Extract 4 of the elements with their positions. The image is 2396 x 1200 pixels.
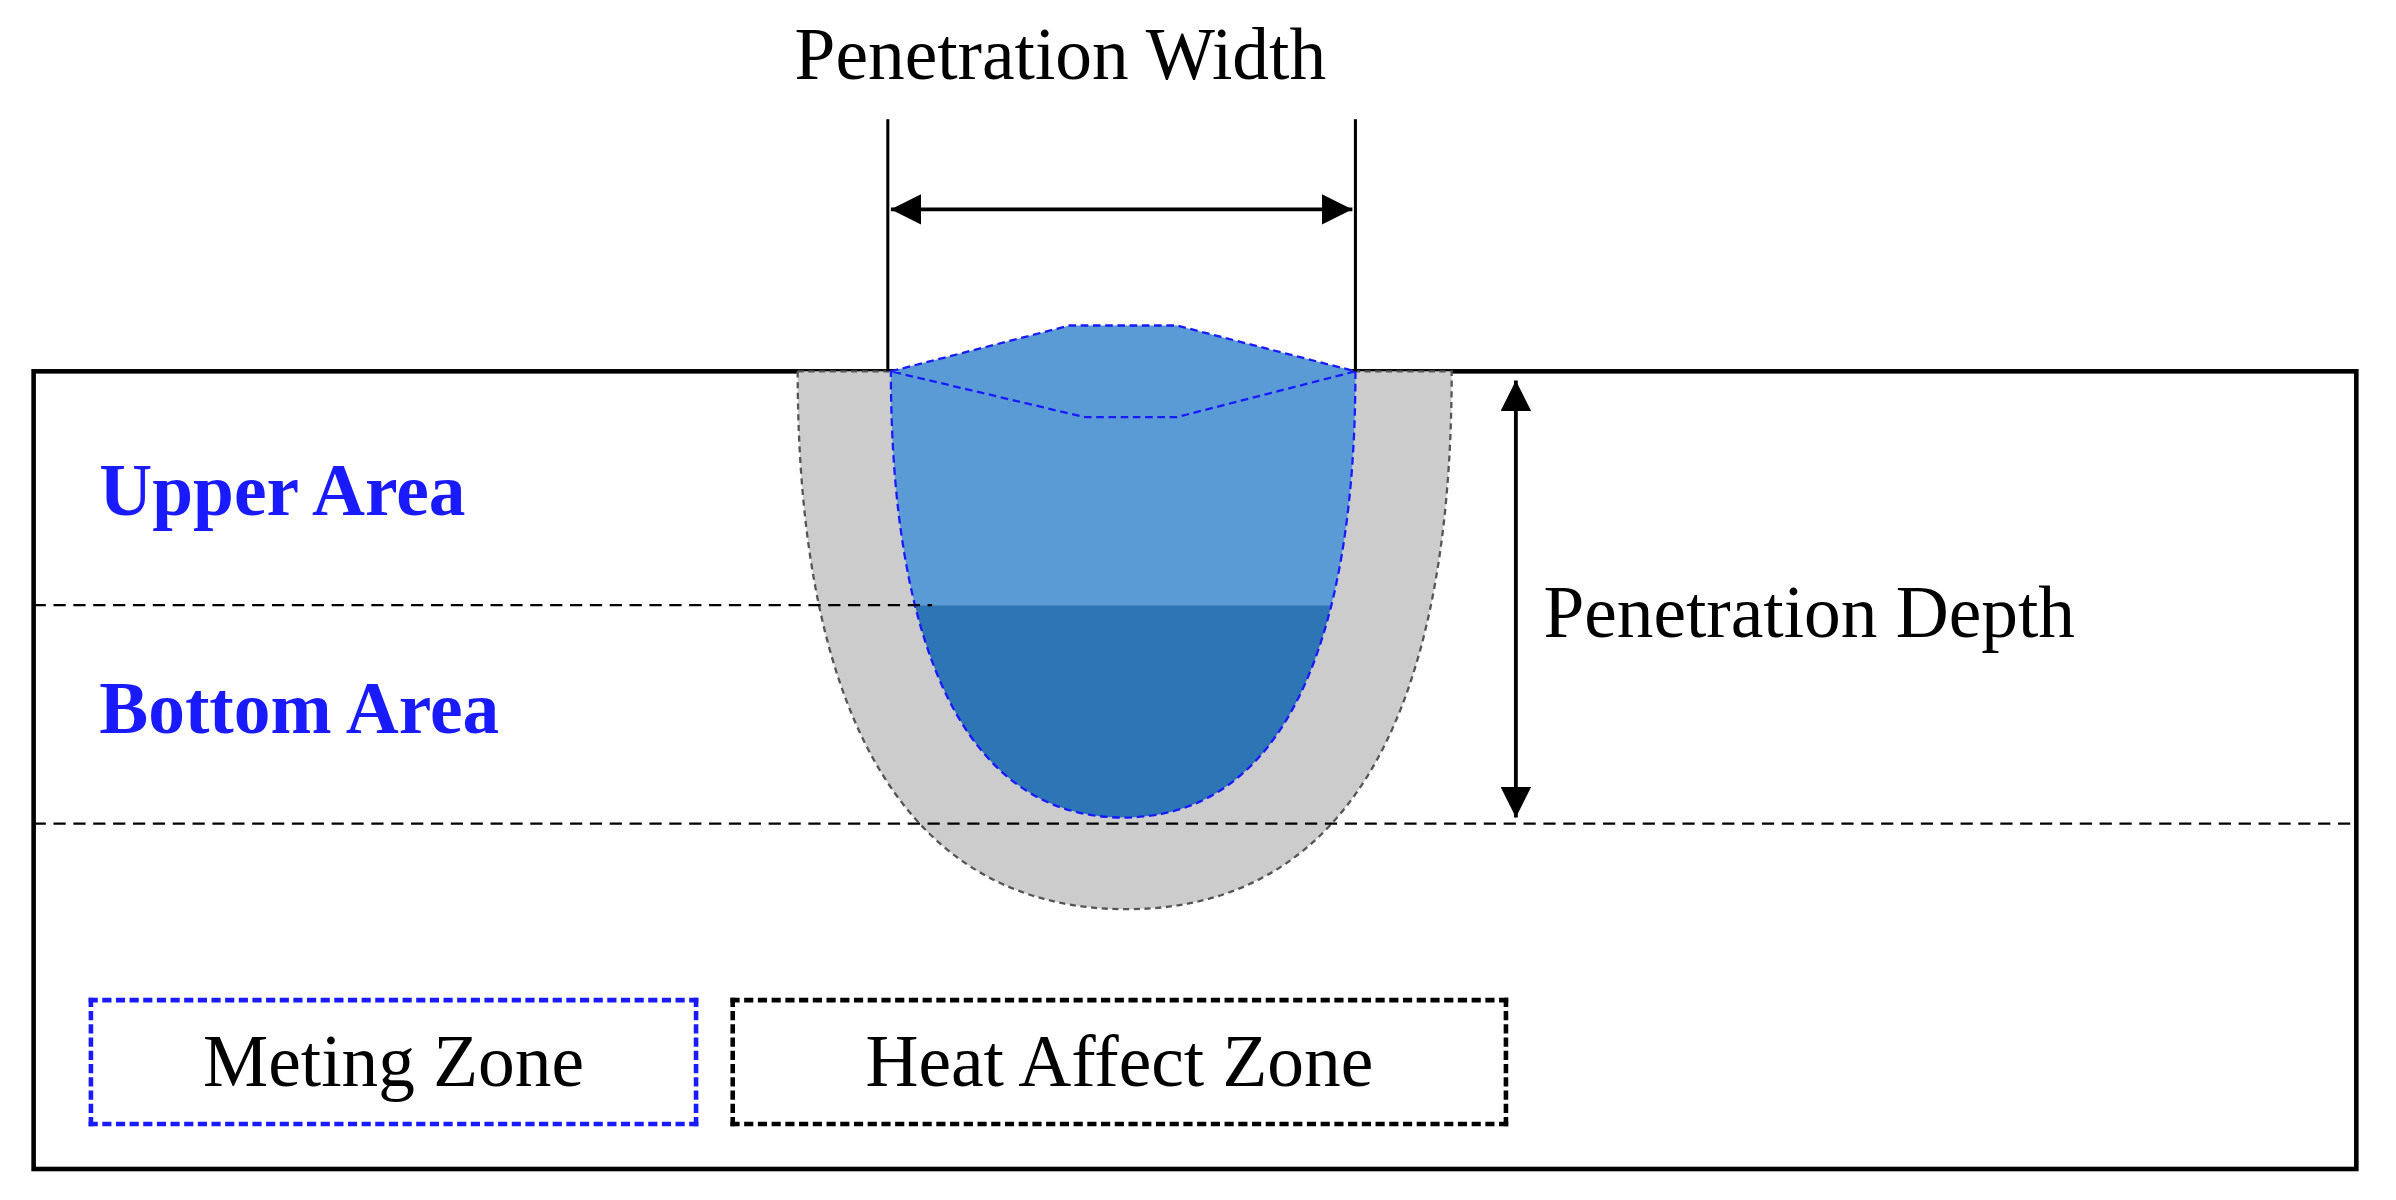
area-label: Bottom Area (99, 672, 500, 746)
legend-entry: Meting Zone (88, 997, 699, 1127)
legend-entry: Heat Affect Zone (730, 997, 1509, 1127)
dimension-label: Penetration Width (794, 18, 1327, 92)
